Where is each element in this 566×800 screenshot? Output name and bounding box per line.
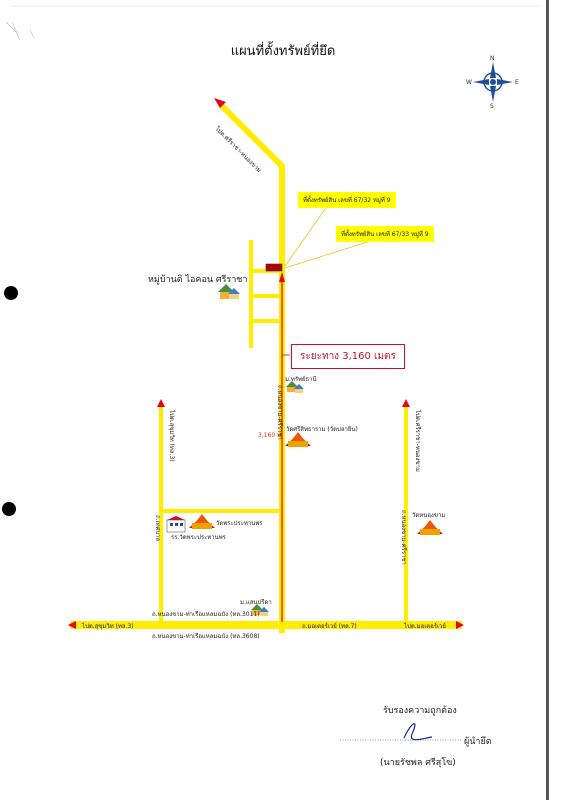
binder-hole-top [4,286,18,300]
arrow-left-vertical [157,399,165,407]
road-label-right-lower-vertical: ถ.หนองขาม-ศรีราชา [400,510,407,565]
road-label-to-motorway: ไปต.มอเตอร์เวย์ [404,623,446,630]
village-icon-2 [286,381,304,393]
arrow-left [68,621,76,629]
property-marker [265,263,283,272]
road-label-right-vertical: ไปต.ศรีราชา-หนองขาม [414,410,421,472]
callout-plot-2: ที่ตั้งทรัพย์สิน เลขที่ 67/33 หมู่ที่ 9 [336,226,434,242]
place-school: รร.วัดพระประทานพร [171,534,226,541]
signer-role: ผู้นำยึด [464,737,492,747]
compass-north: N [490,55,495,62]
temple-icon-3 [417,520,443,535]
place-temple-3: วัดหนองขาม [412,512,446,519]
compass-west: W [466,79,472,86]
road-label-motorway-7: ถ.มอเตอร์เวย์ (ทล.7) [302,623,357,630]
scan-marks [5,21,35,41]
callout-plot-1: ที่ตั้งทรัพย์สิน เลขที่ 67/32 หมู่ที่ 9 [298,192,396,208]
binder-hole-bottom [2,502,16,516]
road-label-center-vertical: ถ.หนองขาม-ศรีราชา [276,385,283,440]
main-road-vertical [217,101,285,633]
compass-south: S [490,103,494,110]
place-temple-1: วัดศรีสิทธาราม (วัดปลายิน) [286,426,358,433]
page-edge [546,0,549,800]
village-icon-1 [218,284,240,299]
village-icon-3 [251,604,269,616]
road-label-left-vertical: ไปต.สุขุมวิท (ทล.3) [168,410,175,462]
road-label-to-sukhumvit: ไปต.สุขุมวิท (ทล.3) [82,623,134,630]
callout-pointer-1 [284,204,329,267]
map-title: แผนที่ตั้งทรัพย์ที่ยึด [230,44,336,59]
road-label-left-lower-vertical: ถ.เทศบาล [154,515,161,542]
signature [403,723,433,741]
signer-name: (นายรัชพล ศรีสุโข) [380,758,456,768]
compass-east: E [515,79,519,86]
place-village-2: ม.ทรัพย์ธานี [285,376,317,383]
distance-box: ระยะทาง 3,160 เมตร [291,344,405,369]
school-icon [166,516,186,533]
road-end-arrows [68,98,464,629]
certification-text: รับรองความถูกต้อง [383,706,457,716]
road-label-3011: ถ.หนองขาม-ท่าเรือแหลมฉบัง (ทล.3011) [152,611,260,618]
route-arrow [279,272,290,622]
arrow-right [456,621,464,629]
road-label-3608: ถ.หนองขาม-ท่าเรือแหลมฉบัง (ทล.3608) [152,633,260,640]
place-village-3: ม.แสนปรีดา [240,599,272,606]
place-temple-2: วัดพระประทานพร [216,520,263,527]
distance-small-label: 3,160 ม. [258,432,283,439]
compass-rose [473,62,513,102]
callout-pointer-2 [284,237,381,269]
temple-icon-2 [189,514,215,529]
temple-icon-1 [285,432,311,447]
arrow-top [214,98,226,108]
arrow-right-vertical [402,399,410,407]
village-label: หมู่บ้านดิ ไอคอน ศรีราชา [148,275,248,285]
